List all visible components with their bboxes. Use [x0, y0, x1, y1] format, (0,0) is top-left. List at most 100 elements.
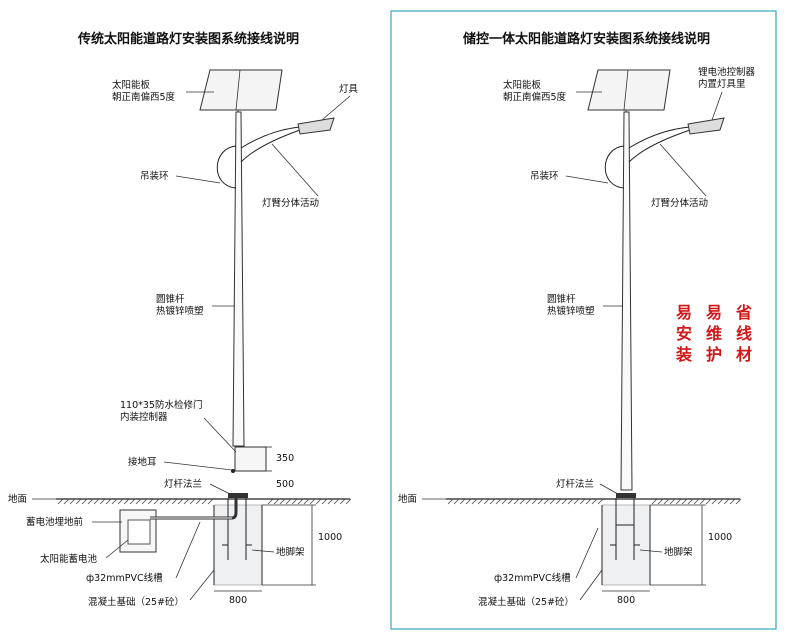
ground-hatch-mark — [315, 498, 322, 505]
ground-hatch-mark — [303, 498, 310, 505]
ground-hatch-mark — [507, 498, 514, 505]
left-dim-800: 800 — [229, 595, 247, 606]
ground-hatch-mark — [75, 498, 82, 505]
right-pole — [620, 111, 633, 491]
ground-hatch-mark — [735, 498, 742, 505]
ground-hatch-mark — [93, 498, 100, 505]
ground-hatch-mark — [573, 498, 580, 505]
ground-hatch-mark — [567, 498, 574, 505]
ground-hatch-mark — [459, 498, 466, 505]
slogan-c3-2: 线 — [736, 324, 752, 343]
left-label-door-2: 内装控制器 — [120, 411, 168, 423]
slogan-c2-3: 护 — [706, 345, 722, 364]
ground-hatch-mark — [663, 498, 670, 505]
ground-hatch-mark — [453, 498, 460, 505]
right-label-ground: 地面 — [398, 493, 417, 505]
ground-hatch-mark — [501, 498, 508, 505]
slogan-c3-3: 材 — [736, 345, 752, 364]
ground-hatch-mark — [555, 498, 562, 505]
ground-hatch-mark — [711, 498, 718, 505]
right-label-flange: 灯杆法兰 — [556, 478, 594, 490]
left-pvc-conduit — [150, 498, 238, 520]
ground-hatch-mark — [339, 498, 346, 505]
right-label-pvc: ф32mmPVC线槽 — [494, 572, 571, 584]
right-label-anchor: 地脚架 — [664, 546, 693, 558]
ground-hatch-mark — [285, 498, 292, 505]
ground-hatch-mark — [327, 498, 334, 505]
ground-hatch-mark — [447, 498, 454, 505]
ground-hatch-mark — [183, 498, 190, 505]
left-label-arm: 灯臂分体活动 — [262, 197, 319, 209]
slogan-c2-1: 易 — [706, 303, 722, 322]
left-label-anchor: 地脚架 — [276, 546, 305, 558]
ground-hatch-mark — [81, 498, 88, 505]
slogan-block: 易 安 装 易 维 护 省 线 材 — [675, 303, 752, 364]
left-label-pvc: ф32mmPVC线槽 — [86, 572, 163, 584]
ground-hatch-mark — [717, 498, 724, 505]
ground-hatch-mark — [537, 498, 544, 505]
ground-hatch-mark — [153, 498, 160, 505]
ground-hatch-mark — [333, 498, 340, 505]
right-label-panel-2: 朝正南偏西5度 — [503, 91, 567, 103]
left-lamp — [297, 117, 335, 135]
right-label-arm: 灯臂分体活动 — [651, 197, 708, 209]
ground-hatch-mark — [111, 498, 118, 505]
right-solar-panel — [587, 69, 671, 111]
ground-hatch-mark — [87, 498, 94, 505]
right-label-concrete: 混凝土基础（25#砼） — [478, 596, 574, 608]
left-label-panel-2: 朝正南偏西5度 — [112, 91, 176, 103]
right-dim-800: 800 — [617, 595, 635, 606]
ground-hatch-mark — [471, 498, 478, 505]
ground-hatch-mark — [693, 498, 700, 505]
left-pole — [232, 111, 245, 447]
right-label-panel-1: 太阳能板 — [503, 79, 542, 91]
ground-hatch-mark — [105, 498, 112, 505]
ground-hatch-mark — [513, 498, 520, 505]
ground-hatch-mark — [177, 498, 184, 505]
right-label-lamp-1: 锂电池控制器 — [698, 66, 756, 78]
ground-hatch-mark — [273, 498, 280, 505]
ground-hatch-mark — [201, 498, 208, 505]
ground-hatch-mark — [297, 498, 304, 505]
ground-hatch-mark — [657, 498, 664, 505]
left-label-pole-1: 圆锥杆 — [156, 293, 185, 305]
left-label-ground: 地面 — [8, 493, 27, 505]
ground-hatch-mark — [687, 498, 694, 505]
right-hoop — [604, 145, 625, 189]
ground-hatch-mark — [681, 498, 688, 505]
slogan-c2-2: 维 — [706, 324, 722, 343]
ground-hatch-mark — [729, 498, 736, 505]
ground-hatch-mark — [63, 498, 70, 505]
left-solar-panel — [199, 69, 283, 111]
ground-hatch-mark — [591, 498, 598, 505]
right-concrete-foundation — [601, 504, 651, 586]
ground-hatch-mark — [489, 498, 496, 505]
right-panel-frame — [390, 10, 777, 630]
ground-hatch-mark — [549, 498, 556, 505]
right-title: 储控一体太阳能道路灯安装图系统接线说明 — [462, 31, 710, 47]
left-label-pole-2: 热镀锌喷塑 — [156, 305, 204, 317]
slogan-c1-2: 安 — [676, 324, 692, 343]
right-diagram: 储控一体太阳能道路灯安装图系统接线说明 太阳能板 朝正南偏西5度 锂电池控制器 … — [398, 31, 756, 608]
ground-hatch-mark — [279, 498, 286, 505]
left-label-earth: 接地耳 — [128, 456, 157, 468]
right-label-lamp-2: 内置灯具里 — [698, 78, 746, 90]
left-label-battery: 太阳能蓄电池 — [40, 553, 98, 565]
right-lamp — [687, 117, 725, 135]
ground-hatch-mark — [525, 498, 532, 505]
left-label-lamp: 灯具 — [339, 84, 359, 95]
right-label-hoop: 吊装环 — [530, 170, 559, 182]
ground-hatch-mark — [99, 498, 106, 505]
ground-hatch-mark — [171, 498, 178, 505]
right-label-pole-1: 圆锥杆 — [547, 293, 576, 305]
left-hoop — [216, 145, 237, 189]
ground-hatch-mark — [147, 498, 154, 505]
slogan-c1-1: 易 — [676, 303, 692, 322]
ground-hatch-mark — [135, 498, 142, 505]
ground-hatch-mark — [705, 498, 712, 505]
left-dim-350: 350 — [276, 453, 294, 464]
ground-hatch-mark — [189, 498, 196, 505]
ground-hatch-mark — [531, 498, 538, 505]
ground-hatch-mark — [195, 498, 202, 505]
